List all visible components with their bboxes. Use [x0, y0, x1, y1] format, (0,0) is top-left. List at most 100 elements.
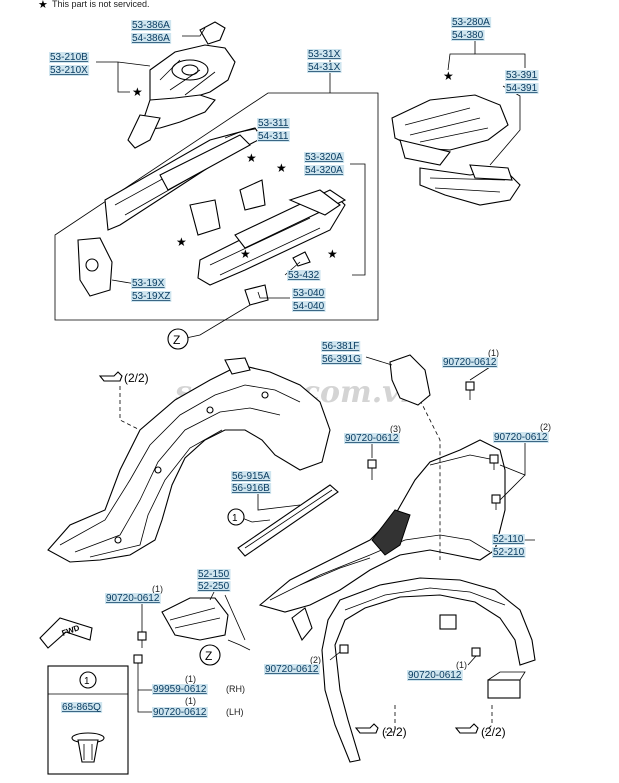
ref-z-circle — [167, 328, 189, 350]
part-number-label[interactable]: 90720-0612 — [153, 707, 207, 718]
star-icon: ★ — [176, 235, 187, 249]
push-clip-icon — [71, 732, 105, 763]
part-number-label[interactable]: 90720-0612 — [106, 593, 160, 604]
part-number-highlight — [304, 165, 345, 176]
part-number-label[interactable]: 53-386A — [132, 20, 170, 31]
part-number-highlight — [257, 118, 290, 129]
star-icon: ★ — [38, 0, 48, 11]
part-number-label[interactable]: 52-250 — [198, 581, 230, 592]
fwd-arrow-icon: FWD — [39, 617, 93, 649]
star-icon: ★ — [443, 69, 454, 83]
part-number-highlight — [131, 278, 166, 289]
part-number-label[interactable]: 99959-0612 — [153, 684, 207, 695]
star-icon: ★ — [240, 247, 251, 261]
front-fender — [258, 439, 506, 613]
part-number-label[interactable]: 53-31X — [308, 49, 341, 60]
part-number-highlight — [505, 83, 539, 94]
frame-members — [77, 127, 347, 306]
part-number-label[interactable]: 52-210 — [493, 547, 525, 558]
part-number-label[interactable]: 90720-0612 — [345, 433, 399, 444]
part-qty-label: (RH) — [226, 684, 245, 694]
part-qty-label: (2) — [310, 655, 321, 665]
part-number-highlight — [231, 483, 272, 494]
bolt-icon — [339, 644, 349, 654]
ref-z-label: Z — [173, 333, 180, 347]
wheel-arch-moulding — [321, 577, 536, 763]
part-number-highlight — [304, 152, 345, 163]
part-number-label[interactable]: 53-210X — [50, 65, 88, 76]
part-number-label[interactable]: 53-040 — [293, 288, 325, 299]
part-number-highlight — [493, 432, 549, 443]
part-number-label[interactable]: 53-280A — [452, 17, 490, 28]
fender-bracket — [389, 354, 431, 406]
part-number-label[interactable]: 90720-0612 — [494, 432, 548, 443]
part-number-highlight — [307, 49, 342, 60]
bolt-icon — [491, 494, 501, 510]
part-number-highlight — [492, 547, 526, 558]
part-number-label[interactable]: 53-19X — [132, 278, 165, 289]
star-icon: ★ — [246, 151, 257, 165]
part-number-label[interactable]: 54-31X — [308, 62, 341, 73]
part-number-label[interactable]: 56-916B — [232, 483, 270, 494]
part-qty-label: (1) — [152, 584, 163, 594]
part-number-label[interactable]: 53-432 — [288, 270, 320, 281]
part-qty-label: (2) — [540, 422, 551, 432]
part-number-label[interactable]: 52-110 — [493, 534, 524, 545]
part-number-highlight — [197, 581, 231, 592]
part-number-highlight — [321, 341, 361, 352]
fender-lower-bracket — [291, 607, 313, 642]
part-number-label[interactable]: 54-391 — [506, 83, 538, 94]
part-number-highlight — [407, 670, 463, 681]
part-number-highlight — [451, 30, 485, 41]
star-icon: ★ — [276, 161, 287, 175]
part-number-highlight — [131, 20, 172, 31]
part-number-label[interactable]: 54-380 — [452, 30, 484, 41]
part-number-label[interactable]: 53-19XZ — [132, 291, 170, 302]
crossmember-assembly — [391, 94, 521, 206]
part-number-highlight — [344, 433, 400, 444]
part-number-label[interactable]: 56-915A — [232, 471, 270, 482]
part-number-label[interactable]: 54-320A — [305, 165, 343, 176]
part-number-label[interactable]: 56-381F — [322, 341, 359, 352]
part-number-label[interactable]: 90720-0612 — [408, 670, 462, 681]
part-number-label[interactable]: 90720-0612 — [265, 664, 319, 675]
part-number-label[interactable]: 90720-0612 — [443, 357, 497, 368]
hand-pointer-icon — [354, 723, 379, 734]
part-number-highlight — [307, 62, 342, 73]
part-number-highlight — [152, 707, 208, 718]
ref-1-label: 1 — [232, 513, 238, 524]
part-number-highlight — [505, 70, 539, 81]
star-note: This part is not serviced. — [52, 0, 150, 9]
ref-z-circle — [199, 644, 221, 666]
see-page-note: (2/2) — [124, 371, 149, 385]
part-number-label[interactable]: 53-311 — [258, 118, 289, 129]
ref-1-label: 1 — [84, 676, 90, 687]
part-number-label[interactable]: 56-391G — [322, 354, 361, 365]
part-number-label[interactable]: 53-210B — [50, 52, 88, 63]
part-number-label[interactable]: 68-865Q — [62, 702, 101, 713]
part-number-highlight — [451, 17, 492, 28]
see-page-note: (2/2) — [481, 725, 506, 739]
star-icon: ★ — [132, 85, 143, 99]
part-number-highlight — [442, 357, 498, 368]
part-number-label[interactable]: 53-391 — [506, 70, 538, 81]
part-number-label[interactable]: 54-040 — [293, 301, 325, 312]
part-number-highlight — [292, 288, 326, 299]
part-number-label[interactable]: 54-311 — [258, 131, 289, 142]
part-number-label[interactable]: 54-386A — [132, 33, 170, 44]
part-number-highlight — [197, 569, 231, 580]
part-number-label[interactable]: 53-320A — [305, 152, 343, 163]
part-number-label[interactable]: 52-150 — [198, 569, 230, 580]
fender-mount-bracket — [161, 597, 229, 641]
sealing-strip — [237, 484, 339, 557]
bolt-icon — [137, 631, 147, 648]
part-number-highlight — [61, 702, 103, 713]
bolt-icon — [465, 381, 475, 400]
ref-1-circle — [227, 508, 245, 526]
part-number-highlight — [49, 52, 90, 63]
part-qty-label: (1) — [456, 660, 467, 670]
part-labels: 53-386A 54-386A 53-210B 53-210X 53-31X 54-31X… — [49, 17, 551, 718]
ref-z-label: Z — [205, 649, 212, 663]
part-number-highlight — [105, 593, 161, 604]
